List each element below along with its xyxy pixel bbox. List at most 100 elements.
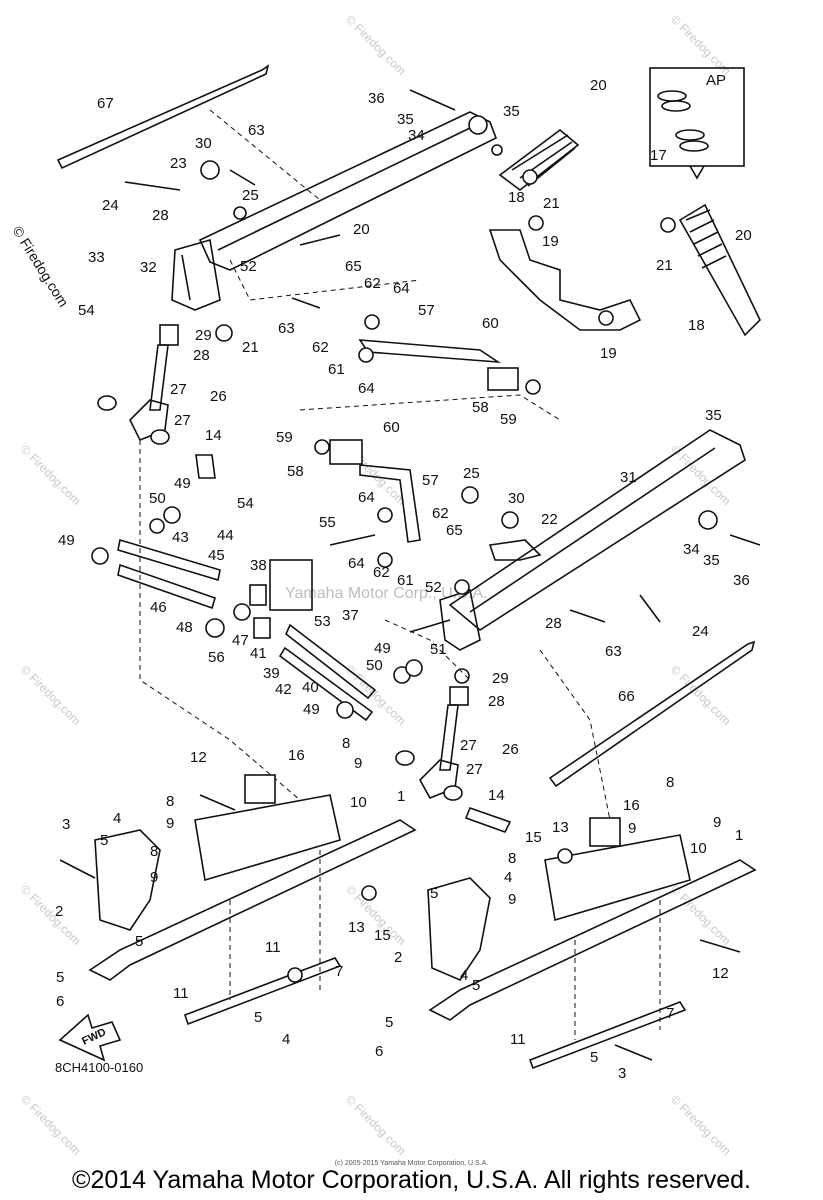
callout-label: 24 [692,623,709,640]
callout-label: 39 [263,665,280,682]
callout-label: 6 [56,993,64,1010]
callout-label: 25 [242,187,259,204]
washer-35 [491,144,503,156]
bolt-51 [409,619,451,633]
nut-4-left [287,967,303,983]
bolt-20 [299,234,341,246]
spindle-bracket [171,238,221,311]
ap-spring-coil [657,90,687,102]
callout-label: 27 [460,737,477,754]
callout-label: 64 [358,380,375,397]
dash-guide [539,649,611,821]
decal-66-shape [548,640,756,788]
callout-label: 13 [552,819,569,836]
callout-label: 36 [733,572,750,589]
bolt-24b [639,594,661,623]
callout-label: 41 [250,645,267,662]
callout-label: 57 [418,302,435,319]
callout-label: 14 [488,787,505,804]
ski-assembly-right [427,806,757,1070]
nut-64d [377,552,393,568]
callout-label: 23 [170,155,187,172]
ski-handle-2-left [94,829,161,931]
callout-label: 30 [195,135,212,152]
callout-label: 12 [712,965,729,982]
callout-label: 46 [150,599,167,616]
decal-67-shape [56,64,270,170]
runner-7-right [528,1001,687,1070]
cap-30 [200,160,220,180]
clamp-58-top [487,367,519,391]
watermark-center: Yamaha Motor Corp., U.S.A. [285,585,487,602]
callout-label: 25 [463,465,480,482]
callout-label: 28 [152,207,169,224]
steering-arm-upper-edge [217,127,471,251]
callout-label: 24 [102,197,119,214]
shock-absorber-top [498,128,580,192]
callout-label: 28 [488,693,505,710]
callout-label: 43 [172,529,189,546]
callout-label: 37 [342,607,359,624]
ski-1-right [428,859,757,1021]
spindle-bracket-edge [181,254,191,301]
steering-arm-upper [198,111,498,271]
callout-label: 22 [541,511,558,528]
spring-41 [253,617,271,639]
callout-label: 11 [510,1031,526,1048]
callout-label: 49 [174,475,191,492]
ski-assembly-left [59,774,417,1026]
watermark-tile: © Firedog.com [668,662,734,728]
nut-25 [233,206,247,220]
dash-guide [139,440,301,801]
callout-label: 35 [503,103,520,120]
callout-label: 49 [58,532,75,549]
ski-1-left [88,819,417,981]
callout-label: 42 [275,681,292,698]
bolt-12-left [199,794,236,811]
callout-label: 8 [666,774,674,791]
callout-label: 15 [525,829,542,846]
callout-label: 27 [170,381,187,398]
callout-label: 58 [287,463,304,480]
arm-40 [278,646,374,722]
collar-19b [598,310,614,326]
nut-49d [336,701,354,719]
callout-label: 5 [385,1014,393,1031]
arm-46 [117,563,216,610]
dash-guide [229,259,421,301]
callout-label: 61 [328,361,345,378]
nut-64c [377,507,393,523]
nut-21 [215,324,233,342]
callout-label: 10 [350,794,367,811]
bracket-19 [488,229,642,331]
arm-43 [117,538,221,582]
callout-label: 51 [430,641,447,658]
collar-28d [449,686,469,706]
callout-label: 52 [425,579,442,596]
nut-25b [461,486,479,504]
callout-label: 62 [373,564,390,581]
callout-label: 61 [397,572,414,589]
callout-label: 64 [393,280,410,297]
callout-label: 21 [543,195,560,212]
callout-label: 62 [312,339,329,356]
callout-label: 2 [55,903,63,920]
callout-label: 1 [397,788,405,805]
watermark-tile: © Firedog.com [18,882,84,948]
nut-49 [163,506,181,524]
callout-label: 29 [195,327,212,344]
bolt-55 [329,534,376,546]
callout-label: 63 [248,122,265,139]
callout-label: 64 [358,489,375,506]
watermark-side: © Firedog.com [9,223,71,310]
watermark-tile: © Firedog.com [343,12,409,78]
callout-label: 4 [113,810,121,827]
callout-label: 7 [666,1005,674,1022]
dash-guide [384,619,471,681]
watermark-tile: © Firedog.com [18,442,84,508]
ski-handle-2-right [427,877,491,981]
bolt-24 [124,181,181,191]
callout-label: 18 [688,317,705,334]
bushing-59 [525,379,541,395]
ski-saddle-10-right [544,834,691,922]
